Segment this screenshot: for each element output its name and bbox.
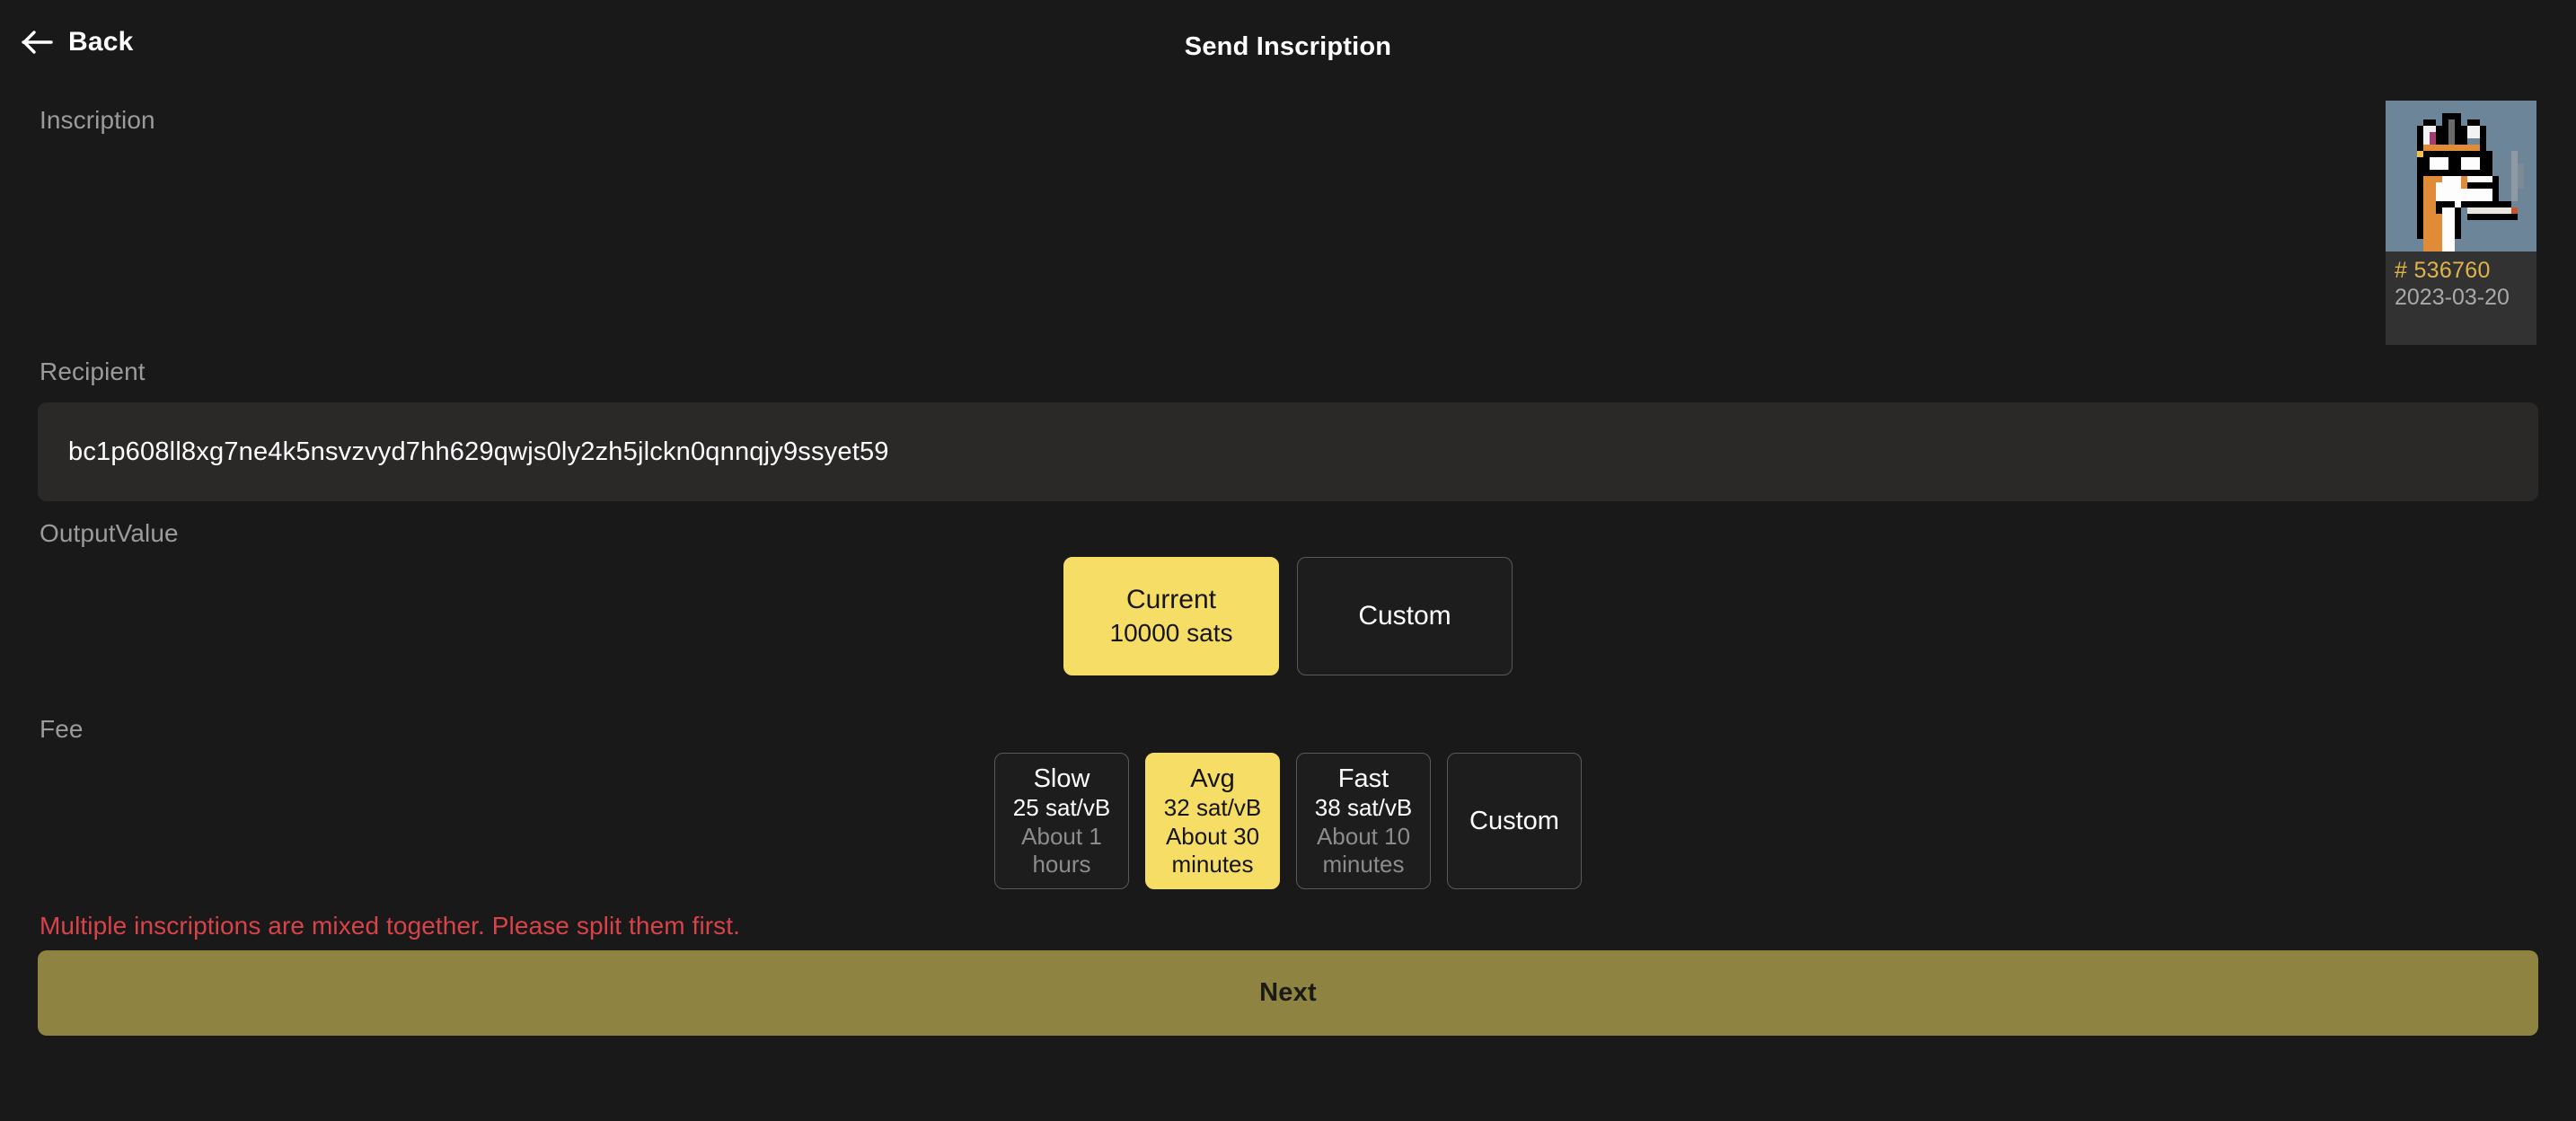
output-value-option-current-title: Current	[1125, 584, 1217, 614]
label-inscription: Inscription	[40, 106, 155, 134]
fee-option-fast-eta: About 10 minutes	[1316, 822, 1411, 878]
output-value-option-custom[interactable]: Custom	[1297, 557, 1513, 675]
arrow-left-icon	[22, 31, 53, 54]
label-fee: Fee	[40, 715, 84, 743]
fee-option-slow[interactable]: Slow 25 sat/vB About 1 hours	[994, 753, 1129, 889]
inscription-id: # 536760	[2395, 258, 2491, 283]
fee-option-row: Slow 25 sat/vB About 1 hours Avg 32 sat/…	[0, 753, 2576, 889]
output-value-option-current[interactable]: Current 10000 sats	[1063, 557, 1279, 675]
back-button[interactable]: Back	[22, 29, 134, 56]
fee-option-avg-title: Avg	[1190, 764, 1235, 793]
output-value-option-row: Current 10000 sats Custom	[0, 557, 2576, 675]
output-value-option-custom-title: Custom	[1358, 601, 1451, 631]
fee-option-fast-rate: 38 sat/vB	[1314, 794, 1413, 822]
fee-option-custom[interactable]: Custom	[1447, 753, 1582, 889]
inscription-artwork-icon	[2386, 101, 2536, 252]
header-bar: Back Send Inscription	[0, 0, 2576, 99]
next-button[interactable]: Next	[38, 950, 2538, 1036]
label-output-value: OutputValue	[40, 519, 179, 547]
inscription-date: 2023-03-20	[2395, 285, 2510, 310]
label-recipient: Recipient	[40, 357, 146, 385]
recipient-input[interactable]	[38, 402, 2538, 501]
fee-option-avg[interactable]: Avg 32 sat/vB About 30 minutes	[1145, 753, 1280, 889]
fee-option-custom-title: Custom	[1469, 806, 1559, 835]
inscription-preview-card[interactable]: # 536760 2023-03-20	[2386, 101, 2536, 345]
fee-option-slow-rate: 25 sat/vB	[1012, 794, 1111, 822]
page-title: Send Inscription	[1184, 32, 1392, 61]
error-message: Multiple inscriptions are mixed together…	[40, 912, 741, 940]
fee-option-slow-title: Slow	[1033, 764, 1090, 793]
fee-option-fast[interactable]: Fast 38 sat/vB About 10 minutes	[1296, 753, 1431, 889]
fee-option-avg-rate: 32 sat/vB	[1163, 794, 1262, 822]
fee-option-fast-title: Fast	[1337, 764, 1389, 793]
output-value-option-current-amount: 10000 sats	[1109, 619, 1233, 648]
fee-option-avg-eta: About 30 minutes	[1165, 822, 1260, 878]
back-label: Back	[68, 27, 134, 57]
inscription-meta: # 536760 2023-03-20	[2386, 252, 2536, 312]
fee-option-slow-eta: About 1 hours	[1021, 822, 1102, 878]
